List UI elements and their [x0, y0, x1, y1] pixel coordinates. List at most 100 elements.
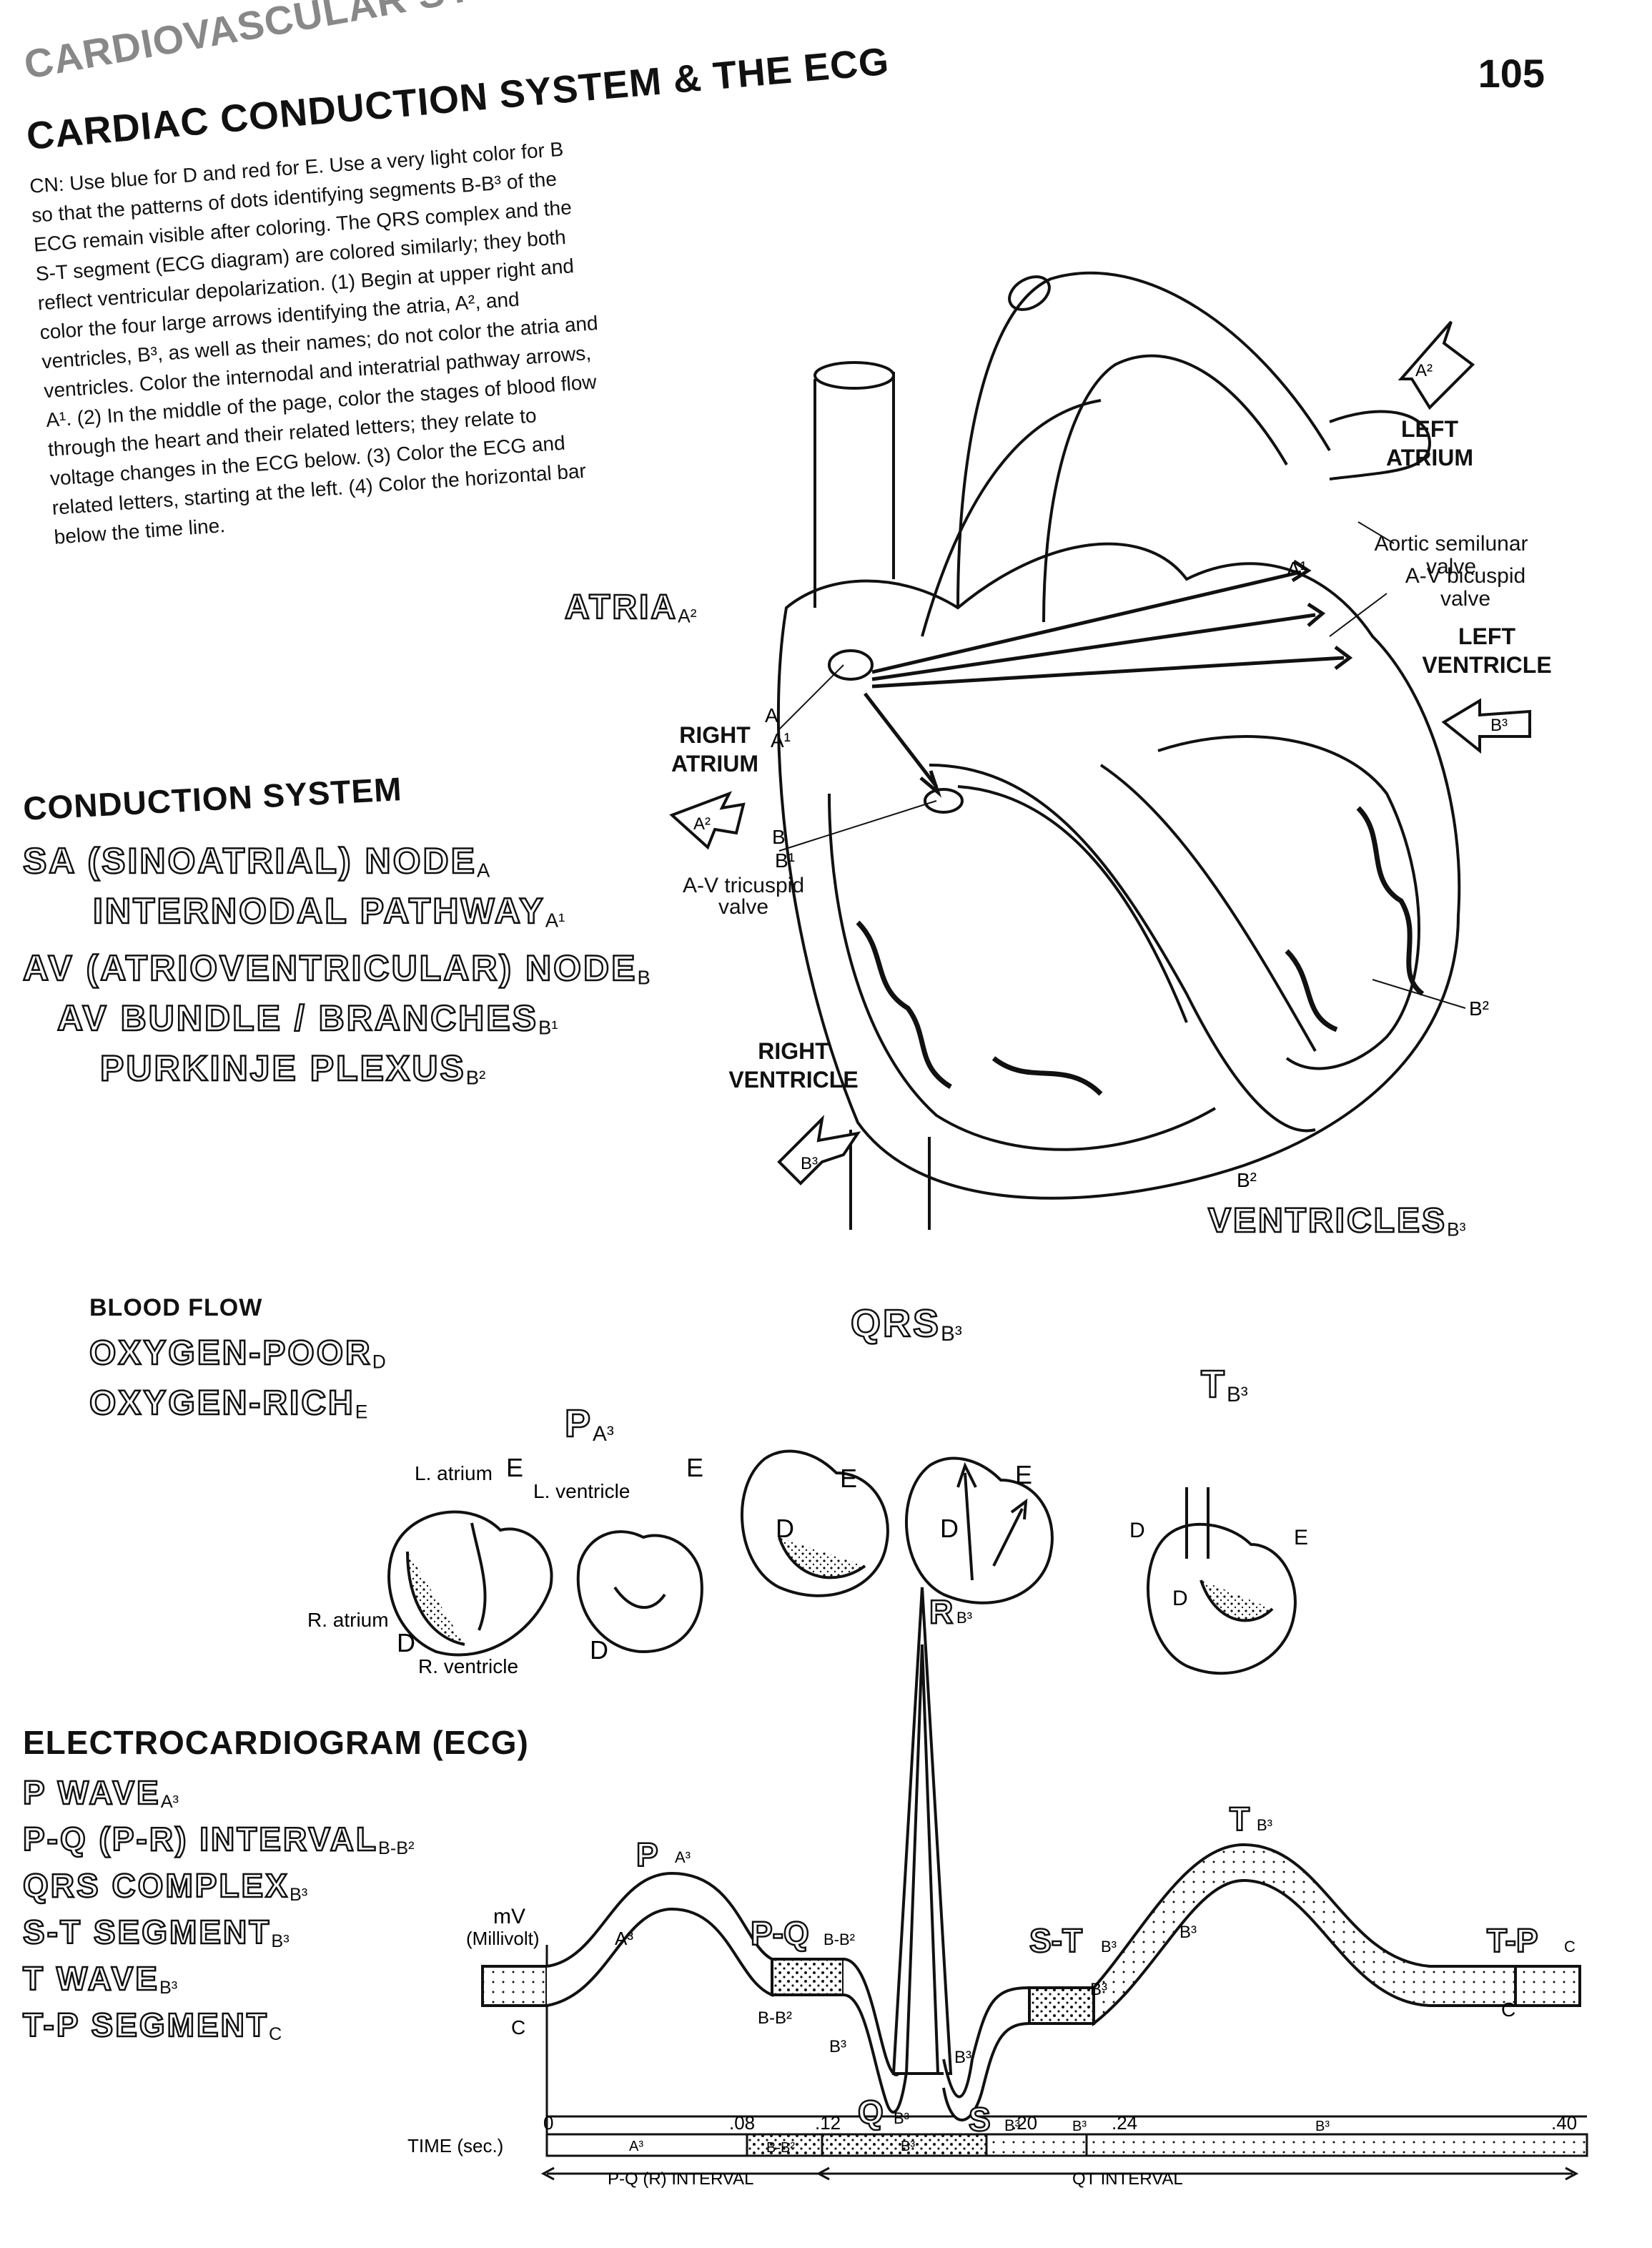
blood-flow-diagrams: L. atrium E L. ventricle E R. atrium D R… — [307, 1449, 1308, 1677]
ecg-wave-r: R — [929, 1593, 953, 1630]
heart-illustration: A¹ A A¹ B B¹ B² B² A² B³ — [765, 271, 1531, 1230]
bf-label-l-ventricle: L. ventricle — [533, 1480, 630, 1502]
conduction-item-purkinje: PURKINJE PLEXUSB² — [99, 1047, 486, 1090]
time-tick-24: .24 — [1112, 2112, 1137, 2134]
arrow-label-a2-top: A² — [1415, 361, 1433, 380]
conduction-item-sa-node: SA (SINOATRIAL) NODEA — [22, 840, 490, 882]
bf-label-d2: D — [590, 1635, 608, 1665]
ecg-wave-st: S-T — [1029, 1922, 1082, 1959]
ecg-item-qrs-complex: QRS COMPLEXB³ — [22, 1866, 308, 1906]
page-number: 105 — [1478, 51, 1545, 96]
ecg-mv-label: mV — [493, 1905, 525, 1928]
bf-label-d1: D — [397, 1628, 415, 1657]
bf-label-e2: E — [686, 1453, 703, 1482]
bf-label-d6: D — [1172, 1587, 1188, 1610]
blood-flow-oxygen-poor: OXYGEN-POORD — [89, 1333, 386, 1374]
ecg-wave-s-code: B³ — [1004, 2116, 1020, 2134]
heart-label-a1-right: A¹ — [771, 729, 791, 751]
ecg-wave-r-code: B³ — [956, 1609, 972, 1627]
ecg-label-a3: A³ — [615, 1928, 633, 1949]
arrow-ventricles-bottom-icon: B³ — [777, 1115, 861, 1185]
arrow-label-a2-left: A² — [693, 814, 711, 834]
ecg-item-st-segment: S-T SEGMENTB³ — [22, 1913, 290, 1952]
arrow-label-b3-right: B³ — [1490, 716, 1508, 735]
coloring-instructions: CN: Use blue for D and red for E. Use a … — [29, 137, 599, 548]
blood-flow-oxygen-rich: OXYGEN-RICHE — [89, 1384, 368, 1424]
bf-label-l-atrium: L. atrium — [415, 1462, 493, 1484]
arrow-ventricles-right-icon — [1441, 698, 1531, 754]
ecg-wave-q: Q — [858, 2094, 884, 2131]
blood-flow-heading: BLOOD FLOW — [89, 1294, 263, 1321]
ecg-wave-p: P — [636, 1836, 658, 1873]
bf-label-e5: E — [1294, 1526, 1308, 1549]
heart-label-b2-right: B² — [1469, 997, 1489, 1020]
ecg-heading: ELECTROCARDIOGRAM (ECG) — [23, 1724, 529, 1761]
ecg-mv-sub: (Millivolt) — [466, 1928, 540, 1949]
qt-interval-label: QT INTERVAL — [1072, 2169, 1183, 2189]
ecg-wave-st-code: B³ — [1101, 1938, 1117, 1956]
heart-label-a1: A¹ — [1287, 558, 1307, 580]
bf-label-e4: E — [1015, 1460, 1032, 1489]
label-left-atrium: LEFT ATRIUM — [1385, 416, 1474, 470]
ecg-item-tp-segment: T-P SEGMENTC — [22, 2006, 282, 2045]
arrow-label-b3-bottom: B³ — [801, 1154, 818, 1173]
ecg-wave-p-code: A³ — [675, 1848, 691, 1866]
arrow-atria-top-icon — [1398, 320, 1475, 410]
time-bar-segment-qrs — [821, 2133, 988, 2157]
time-tick-08: .08 — [729, 2112, 755, 2134]
time-bar-segment-t — [1085, 2133, 1588, 2157]
conduction-item-av-node: AV (ATRIOVENTRICULAR) NODEB — [22, 947, 651, 990]
label-right-atrium: RIGHT ATRIUM — [671, 722, 759, 777]
bf-label-e1: E — [506, 1453, 523, 1482]
time-bar-segment-st — [985, 2133, 1088, 2157]
heart-label-b1: B¹ — [775, 849, 795, 872]
stage-p-title: PA³ — [564, 1401, 614, 1446]
ecg-label-bb2: B-B² — [758, 2008, 792, 2028]
heart-label-b2-bottom: B² — [1237, 1169, 1257, 1191]
bf-label-d5: D — [1129, 1519, 1145, 1542]
ecg-wave-tp-code: C — [1564, 1938, 1576, 1956]
time-tick-0: 0 — [543, 2112, 553, 2134]
heart-label-b: B — [772, 826, 786, 848]
ecg-wave-pq: P-Q — [751, 1915, 809, 1952]
time-seg-code-4: B³ — [1315, 2119, 1330, 2134]
ecg-wave-pq-code: B-B² — [823, 1931, 855, 1948]
label-right-ventricle: RIGHT VENTRICLE — [728, 1038, 859, 1093]
ecg-label-b3-s: B³ — [954, 2048, 971, 2067]
ecg-wave-t: T — [1230, 1800, 1250, 1838]
ecg-label-b3-st: B³ — [1090, 1980, 1107, 1999]
pq-interval-label: P-Q (R) INTERVAL — [608, 2169, 753, 2189]
ventricles-title: VENTRICLESB³ — [1207, 1201, 1466, 1241]
ecg-item-p-wave: P WAVEA³ — [22, 1773, 179, 1813]
stage-qrs-title: QRSB³ — [850, 1301, 962, 1346]
conduction-item-av-bundle: AV BUNDLE / BRANCHESB¹ — [56, 997, 558, 1040]
time-tick-12: .12 — [815, 2112, 841, 2134]
stage-t-title: TB³ — [1200, 1362, 1248, 1407]
conduction-heading: CONDUCTION SYSTEM — [22, 770, 403, 827]
time-seg-code-1: B-B² — [766, 2140, 795, 2156]
label-left-ventricle: LEFT VENTRICLE — [1422, 623, 1552, 678]
time-label: TIME (sec.) — [407, 2135, 503, 2156]
ecg-label-b3-q: B³ — [829, 2037, 846, 2056]
label-aortic-valve: Aortic semilunar valve — [1374, 532, 1528, 578]
ecg-label-c-left: C — [511, 2016, 525, 2039]
label-av-bicuspid: A-V bicuspid valve — [1405, 564, 1526, 611]
ecg-wave-q-code: B³ — [894, 2109, 909, 2127]
bf-label-r-ventricle: R. ventricle — [418, 1655, 518, 1677]
bf-label-d4: D — [940, 1514, 959, 1543]
conduction-item-internodal: INTERNODAL PATHWAYA¹ — [92, 890, 565, 932]
ecg-wave-tp: T-P — [1487, 1922, 1538, 1959]
time-tick-40: .40 — [1551, 2112, 1577, 2134]
bf-label-e3: E — [840, 1464, 857, 1493]
ecg-wave-s: S — [969, 2101, 991, 2138]
time-seg-code-0: A³ — [629, 2139, 643, 2154]
ecg-item-pq-interval: P-Q (P-R) INTERVALB-B² — [22, 1820, 415, 1859]
time-bar-segment-pq — [746, 2133, 823, 2157]
time-seg-code-2: B³ — [901, 2139, 915, 2154]
atria-title: ATRIAA² — [564, 588, 697, 628]
bf-label-r-atrium: R. atrium — [307, 1609, 389, 1631]
time-tick-20: .20 — [1012, 2112, 1037, 2134]
ecg-diagram: mV (Millivolt) C A³ B-B² B³ B³ B³ B³ C P… — [407, 1587, 1588, 2189]
ecg-item-t-wave: T WAVEB³ — [22, 1959, 178, 1998]
